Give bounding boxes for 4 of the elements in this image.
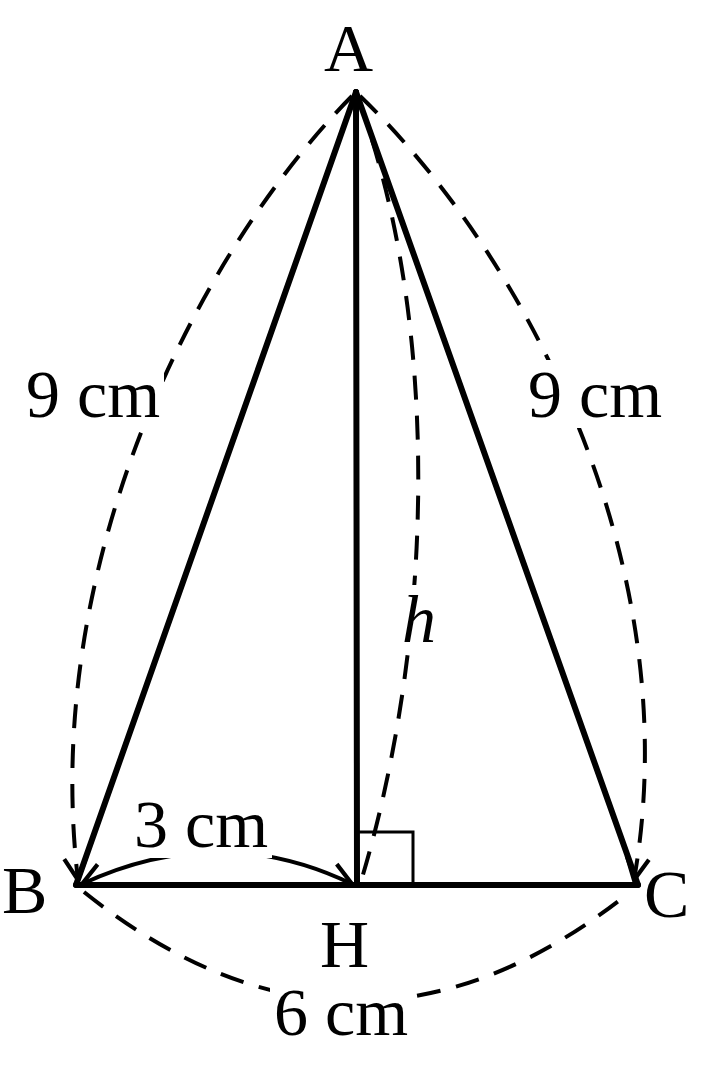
vertex-label: H — [320, 910, 370, 978]
vertex-label: B — [2, 856, 48, 924]
vertex-label: A — [324, 14, 374, 82]
vertex-label: C — [644, 860, 690, 928]
